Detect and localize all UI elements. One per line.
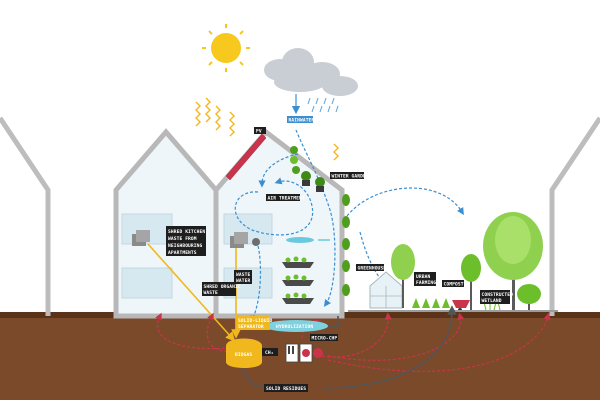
sun-icon (202, 24, 250, 72)
label-compost: COMPOST (442, 280, 464, 288)
label-solid-residues-text: SOLID RESIDUES (266, 386, 306, 392)
organic-waste-bin-icon (230, 232, 260, 248)
house-far-right (549, 116, 600, 316)
label-urban-farming: URBAN FARMING (414, 272, 436, 286)
label-winter-garden-text: WINTER GARDEN (332, 174, 369, 180)
rain-icon (307, 97, 339, 113)
label-urban-farming-line2: FARMING (416, 280, 436, 286)
house-far-left (0, 116, 51, 316)
label-pv: PV (254, 127, 266, 135)
label-constructed-wetland: CONSTRUCTED WETLAND (480, 290, 513, 304)
label-kitchen-waste-line3: NEIGHBOURING (168, 243, 203, 249)
label-solid-liquid-line2: SEPARATOR (238, 324, 264, 330)
ground-path (348, 310, 558, 312)
label-micro-chp: MICRO-CHP (310, 334, 338, 342)
micro-chp-icon (285, 343, 323, 363)
label-constructed-wetland-line1: CONSTRUCTED (482, 292, 514, 298)
label-hydrolization: HYDROLIZATION (276, 324, 313, 330)
water-to-greenhouse-arc (343, 187, 464, 221)
winter-garden-plants (290, 146, 325, 192)
label-waste-water-line2: WATER (236, 278, 250, 284)
label-hydrolization-text: HYDROLIZATION (276, 324, 313, 330)
label-greenhouse-text: GREENHOUSE (358, 266, 387, 272)
label-ch4-text: CH₄ (265, 350, 274, 356)
label-compost-text: COMPOST (444, 282, 464, 288)
label-shred-organic-line1: SHRED ORGANIC (204, 284, 241, 290)
green-wall (342, 194, 350, 296)
label-winter-garden: WINTER GARDEN (330, 172, 369, 180)
window-left-lower (121, 267, 173, 299)
urban-farming-crops (412, 298, 450, 308)
label-kitchen-waste-line4: APARTMENTS (168, 250, 197, 256)
hydrolization-tank-icon (264, 320, 328, 332)
label-biogas: BIOGAS (235, 352, 252, 358)
solar-rays (195, 97, 339, 161)
label-kitchen-waste: SHRED KITCHEN WASTE FROM NEIGHBOURING AP… (166, 226, 206, 256)
label-air-treatment: AIR TREATMENT (266, 194, 305, 202)
label-solid-residues: SOLID RESIDUES (264, 384, 308, 392)
air-flow-upper (258, 153, 299, 188)
rainwater-flow-down (295, 129, 336, 307)
label-waste-water-line1: WASTE (236, 272, 250, 278)
water-pool (286, 237, 314, 243)
label-ch4: CH₄ (262, 348, 278, 356)
tree-icon (391, 212, 543, 310)
label-kitchen-waste-line2: WASTE FROM (168, 236, 197, 242)
label-micro-chp-text: MICRO-CHP (312, 336, 338, 342)
kitchen-waste-flow (147, 243, 236, 342)
waste-water-flow (250, 245, 262, 324)
kitchen-waste-bin-icon (132, 230, 150, 246)
cloud-icon (264, 48, 358, 96)
pv-panel-icon (225, 133, 267, 181)
label-rainwater: RAINWATER (287, 116, 314, 124)
air-flow-loop (234, 177, 314, 236)
label-waste-water: WASTE WATER (234, 270, 252, 284)
label-solid-liquid-separator: SOLID-LIQUID SEPARATOR (236, 316, 273, 330)
label-constructed-wetland-line2: WETLAND (482, 298, 502, 304)
label-biogas-text: BIOGAS (235, 352, 252, 358)
label-air-treatment-text: AIR TREATMENT (268, 196, 305, 202)
label-shred-organic-line2: WASTE (204, 290, 218, 296)
greenhouse-icon (369, 271, 403, 309)
window-left-upper (121, 213, 173, 245)
label-urban-farming-line1: URBAN (416, 274, 430, 280)
plant-trays (282, 256, 314, 304)
label-rainwater-text: RAINWATER (289, 118, 315, 124)
label-greenhouse: GREENHOUSE (356, 264, 386, 272)
biogas-tank-icon (226, 338, 262, 368)
label-shred-organic: SHRED ORGANIC WASTE (202, 282, 241, 296)
label-solid-liquid-line1: SOLID-LIQUID (238, 318, 273, 324)
label-pv-text: PV (256, 129, 262, 135)
label-kitchen-waste-line1: SHRED KITCHEN (168, 229, 205, 235)
